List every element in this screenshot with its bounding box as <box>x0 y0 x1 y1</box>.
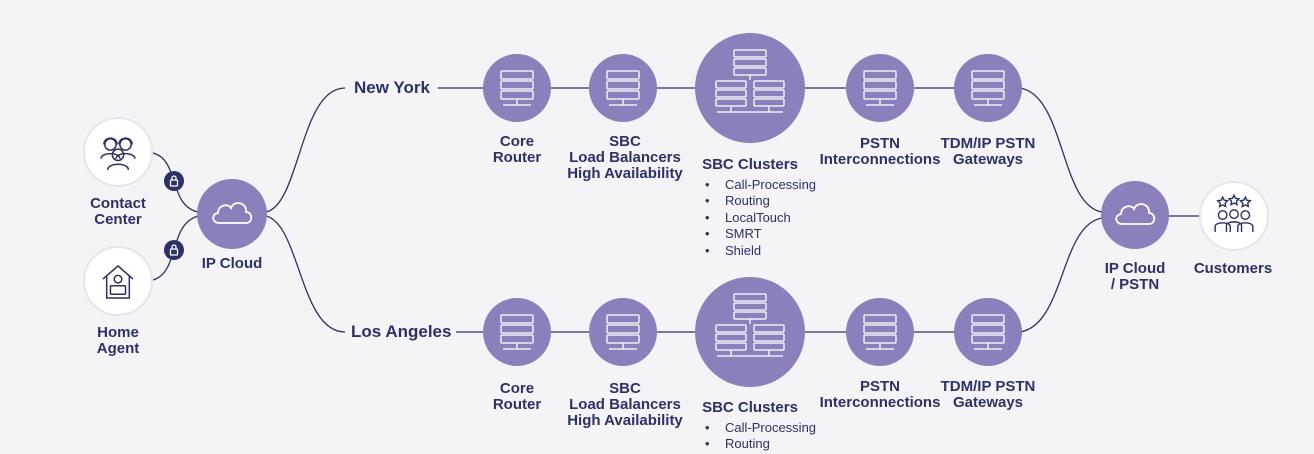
sbc-load-balancer-node <box>589 298 657 366</box>
core-router-label: Core Router <box>492 380 542 413</box>
service-item: Routing <box>703 436 816 453</box>
line-losangeles-pstn <box>1019 217 1103 333</box>
line-cloud-losangeles <box>265 215 346 333</box>
server-cluster-icon <box>715 293 785 357</box>
contact-center-label: Contact Center <box>90 195 146 228</box>
customers-node <box>1199 181 1269 251</box>
cloud-icon <box>1115 203 1156 225</box>
city-label-new-york: New York <box>350 78 434 98</box>
ip-cloud-pstn-node <box>1101 181 1169 249</box>
sbc-load-balancer-label: SBC Load Balancers High Availability <box>567 133 683 182</box>
cloud-icon <box>212 202 253 224</box>
sbc-clusters-label: SBC Clusters <box>702 399 798 416</box>
service-item: Routing <box>703 193 816 210</box>
customers-label: Customers <box>1193 260 1273 277</box>
pstn-interconnections-node <box>846 54 914 122</box>
lock-icon <box>164 240 184 260</box>
sbc-load-balancer-node <box>589 54 657 122</box>
tdm-gateway-label: TDM/IP PSTN Gateways <box>940 135 1036 168</box>
service-item: Shield <box>703 243 816 260</box>
server-rack-icon <box>863 314 897 350</box>
sbc-load-balancer-label: SBC Load Balancers High Availability <box>567 380 683 429</box>
server-rack-icon <box>606 70 640 106</box>
ip-cloud-label: IP Cloud <box>201 255 263 272</box>
sbc-clusters-node <box>695 277 805 387</box>
core-router-node <box>483 54 551 122</box>
contact-center-node <box>83 117 153 187</box>
city-label-los-angeles: Los Angeles <box>347 322 456 342</box>
service-item: SMRT <box>703 226 816 243</box>
service-item: Call-Processing <box>703 420 816 437</box>
server-cluster-icon <box>715 49 785 113</box>
home-office-icon <box>102 264 134 299</box>
core-router-label: Core Router <box>492 133 542 166</box>
home-agent-node <box>83 246 153 316</box>
server-rack-icon <box>863 70 897 106</box>
tdm-gateway-node <box>954 298 1022 366</box>
lock-icon <box>164 171 184 191</box>
service-item: Call-Processing <box>703 177 816 194</box>
sbc-services-list: Call-Processing Routing LocalTouch SMRT … <box>703 177 816 259</box>
server-rack-icon <box>500 314 534 350</box>
tdm-gateway-node <box>954 54 1022 122</box>
service-item: LocalTouch <box>703 210 816 227</box>
home-agent-label: Home Agent <box>96 324 140 357</box>
tdm-gateway-label: TDM/IP PSTN Gateways <box>940 378 1036 411</box>
sbc-clusters-node <box>695 33 805 143</box>
ip-cloud-pstn-label: IP Cloud / PSTN <box>1104 260 1166 293</box>
sbc-clusters-label: SBC Clusters <box>702 156 798 173</box>
pstn-interconnections-label: PSTN Interconnections <box>819 378 941 411</box>
line-newyork-pstn <box>1019 87 1103 213</box>
server-rack-icon <box>500 70 534 106</box>
agents-group-icon <box>100 137 136 171</box>
ip-cloud-node <box>197 179 267 249</box>
core-router-node <box>483 298 551 366</box>
customers-rating-icon <box>1214 193 1254 233</box>
server-rack-icon <box>606 314 640 350</box>
pstn-interconnections-label: PSTN Interconnections <box>819 135 941 168</box>
server-rack-icon <box>971 70 1005 106</box>
sbc-services-list: Call-Processing Routing <box>703 420 816 453</box>
line-cloud-newyork <box>265 87 346 213</box>
server-rack-icon <box>971 314 1005 350</box>
pstn-interconnections-node <box>846 298 914 366</box>
